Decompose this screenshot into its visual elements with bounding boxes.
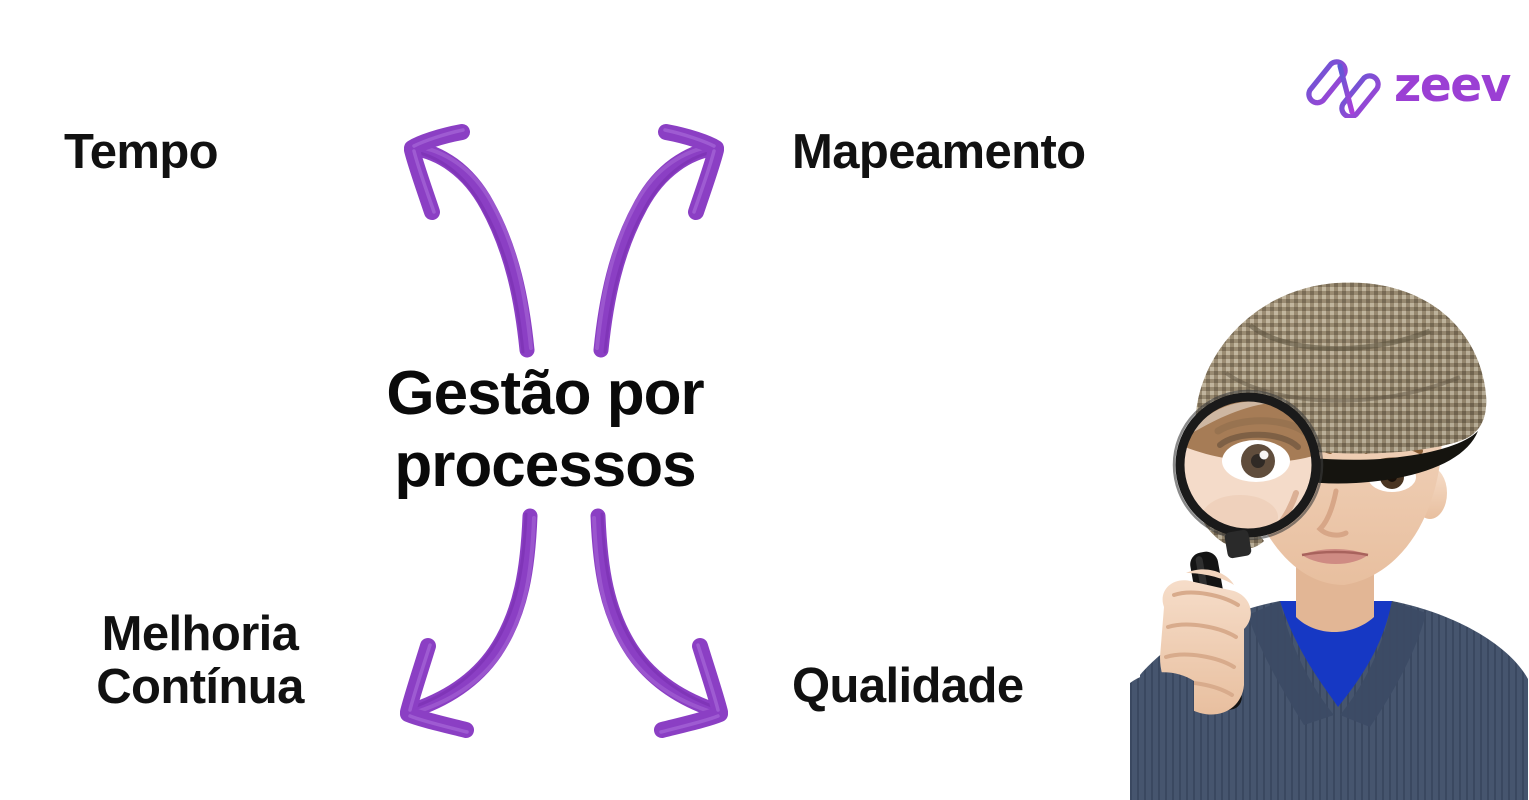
- label-qualidade: Qualidade: [792, 659, 1024, 713]
- label-mapeamento: Mapeamento: [792, 125, 1086, 179]
- boy-with-magnifying-glass-photo: [1130, 255, 1529, 800]
- label-tempo: Tempo: [64, 125, 219, 179]
- zeev-logo-mark-icon: [1306, 59, 1381, 118]
- zeev-wordmark: zeev: [1394, 57, 1511, 113]
- arrow-down-left-icon: [405, 514, 534, 732]
- center-title: Gestão por processos: [386, 359, 704, 500]
- shirt: [1280, 601, 1392, 707]
- brand-logo: zeev: [1300, 52, 1511, 118]
- arrow-down-right-icon: [594, 514, 723, 732]
- boy-illustration: [1130, 282, 1528, 800]
- arrow-up-left-icon: [410, 130, 531, 352]
- sleeve: [1130, 672, 1194, 800]
- label-melhoria-continua: Melhoria Contínua: [96, 607, 304, 714]
- arrow-up-right-icon: [597, 130, 718, 352]
